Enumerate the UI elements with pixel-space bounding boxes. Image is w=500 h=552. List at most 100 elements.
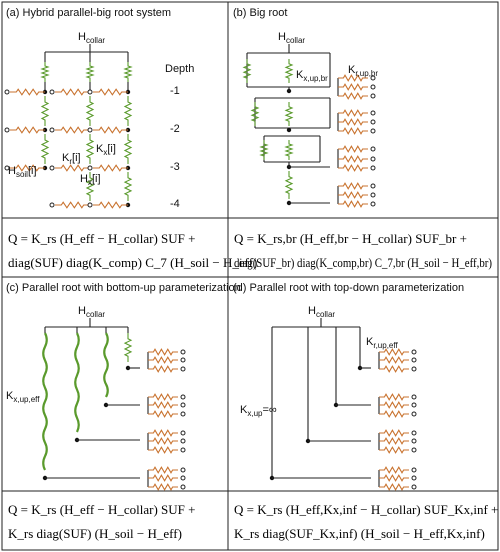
radial-resistor bbox=[379, 393, 409, 401]
panel-a-hsoil: Hsoil[i] bbox=[8, 165, 37, 179]
radial-resistor bbox=[148, 429, 178, 437]
soil-node bbox=[411, 402, 417, 408]
axial-resistor bbox=[259, 140, 269, 160]
equation-c-line2: K_rs diag(SUF) (H_soil − H_eff) bbox=[8, 526, 182, 541]
panel-a-diagram: Hcollar Depth -1 -2 -3 -4 Hsoil[i] Kr[i]… bbox=[4, 31, 194, 210]
radial-resistor bbox=[93, 164, 128, 172]
panel-d-hcollar: Hcollar bbox=[308, 305, 335, 319]
soil-node bbox=[411, 438, 417, 444]
axial-resistor bbox=[284, 102, 294, 126]
radial-resistor bbox=[338, 191, 368, 199]
panel-c-kx-label: Kx,up,eff bbox=[6, 390, 40, 404]
soil-node bbox=[87, 89, 93, 95]
axial-resistor bbox=[284, 140, 294, 160]
panel-a-depth-label: Depth bbox=[165, 63, 194, 75]
soil-node bbox=[411, 467, 417, 473]
radial-resistor bbox=[338, 145, 368, 153]
radial-resistor bbox=[10, 164, 45, 172]
node bbox=[286, 127, 292, 133]
soil-node bbox=[370, 165, 376, 171]
axial-resistor bbox=[85, 96, 95, 126]
radial-resistor bbox=[338, 155, 368, 163]
radial-resistor bbox=[379, 410, 409, 418]
radial-resistor bbox=[148, 410, 178, 418]
radial-resistor bbox=[93, 126, 128, 134]
soil-node bbox=[49, 202, 55, 208]
axial-resistor bbox=[85, 62, 95, 82]
panel-d-kr-label: Kr,up,eff bbox=[366, 336, 398, 350]
radial-resistor bbox=[148, 466, 178, 474]
panel-a-hcollar: Hcollar bbox=[78, 31, 105, 45]
equation-c: Q = K_rs (H_eff − H_collar) SUF + K_rs d… bbox=[8, 502, 195, 541]
equation-a: Q = K_rs (H_eff − H_collar) SUF + diag(S… bbox=[8, 231, 257, 270]
soil-node bbox=[411, 366, 417, 372]
panel-b-title: (b) Big root bbox=[233, 7, 287, 19]
radial-resistor bbox=[379, 429, 409, 437]
panel-a-hx: Hx[i] bbox=[80, 173, 101, 187]
soil-node bbox=[49, 127, 55, 133]
axial-resistor bbox=[123, 134, 133, 164]
radial-resistor bbox=[379, 446, 409, 454]
radial-resistor bbox=[148, 393, 178, 401]
axial-resistor bbox=[123, 172, 133, 201]
soil-node bbox=[180, 357, 186, 363]
axial-resistor bbox=[284, 59, 294, 83]
axial-resistor bbox=[250, 102, 260, 126]
depth-tick-1: -1 bbox=[170, 85, 180, 97]
soil-node bbox=[370, 75, 376, 81]
soil-node bbox=[180, 438, 186, 444]
panel-a-kr: Kr[i] bbox=[62, 152, 81, 166]
panel-d-diagram: Hcollar Kr,up,eff Kx,up=∞ bbox=[240, 305, 417, 491]
panel-c-title: (c) Parallel root with bottom-up paramet… bbox=[6, 282, 241, 294]
soil-node bbox=[49, 89, 55, 95]
axial-conductance bbox=[103, 332, 109, 398]
radial-resistor bbox=[148, 474, 178, 482]
soil-node bbox=[370, 119, 376, 125]
radial-resistor bbox=[55, 88, 90, 96]
soil-node bbox=[180, 366, 186, 372]
axial-resistor bbox=[242, 59, 252, 83]
radial-resistor bbox=[379, 365, 409, 373]
panel-a-title: (a) Hybrid parallel-big root system bbox=[6, 7, 171, 19]
soil-node bbox=[180, 430, 186, 436]
axial-resistor bbox=[40, 134, 50, 164]
depth-tick-3: -3 bbox=[170, 161, 180, 173]
radial-resistor bbox=[148, 446, 178, 454]
radial-resistor bbox=[379, 466, 409, 474]
soil-node bbox=[411, 484, 417, 490]
equation-a-line2: diag(SUF) diag(K_comp) C_7 (H_soil − H_e… bbox=[8, 255, 257, 270]
axial-resistor bbox=[123, 333, 133, 362]
equation-b-line2: diag(SUF_br) diag(K_comp,br) C_7,br (H_s… bbox=[234, 255, 492, 270]
radial-resistor bbox=[338, 83, 368, 91]
panel-b-hcollar: Hcollar bbox=[278, 31, 305, 45]
radial-resistor bbox=[379, 437, 409, 445]
radial-resistor bbox=[148, 356, 178, 364]
radial-resistor bbox=[148, 365, 178, 373]
radial-resistor bbox=[10, 126, 45, 134]
depth-tick-4: -4 bbox=[170, 198, 180, 210]
radial-resistor bbox=[379, 474, 409, 482]
soil-node bbox=[180, 402, 186, 408]
radial-resistor bbox=[55, 201, 90, 209]
equation-d-line2: K_rs diag(SUF_Kx,inf) (H_soil − H_eff,Kx… bbox=[234, 526, 485, 541]
soil-node bbox=[370, 192, 376, 198]
soil-node bbox=[370, 93, 376, 99]
axial-resistor bbox=[284, 171, 294, 199]
radial-resistor bbox=[338, 92, 368, 100]
panel-b-diagram: Hcollar Kx,up,br Kr,up,br bbox=[242, 31, 378, 208]
radial-resistor bbox=[379, 356, 409, 364]
soil-node bbox=[180, 394, 186, 400]
radial-resistor bbox=[55, 126, 90, 134]
soil-node bbox=[370, 128, 376, 134]
axial-resistor bbox=[85, 172, 95, 201]
radial-resistor bbox=[148, 401, 178, 409]
soil-node bbox=[180, 484, 186, 490]
soil-node bbox=[180, 467, 186, 473]
soil-node bbox=[4, 165, 10, 171]
panel-d-kx-label: Kx,up=∞ bbox=[240, 404, 277, 418]
radial-resistor bbox=[379, 483, 409, 491]
axial-resistor bbox=[40, 62, 50, 82]
soil-node bbox=[180, 447, 186, 453]
